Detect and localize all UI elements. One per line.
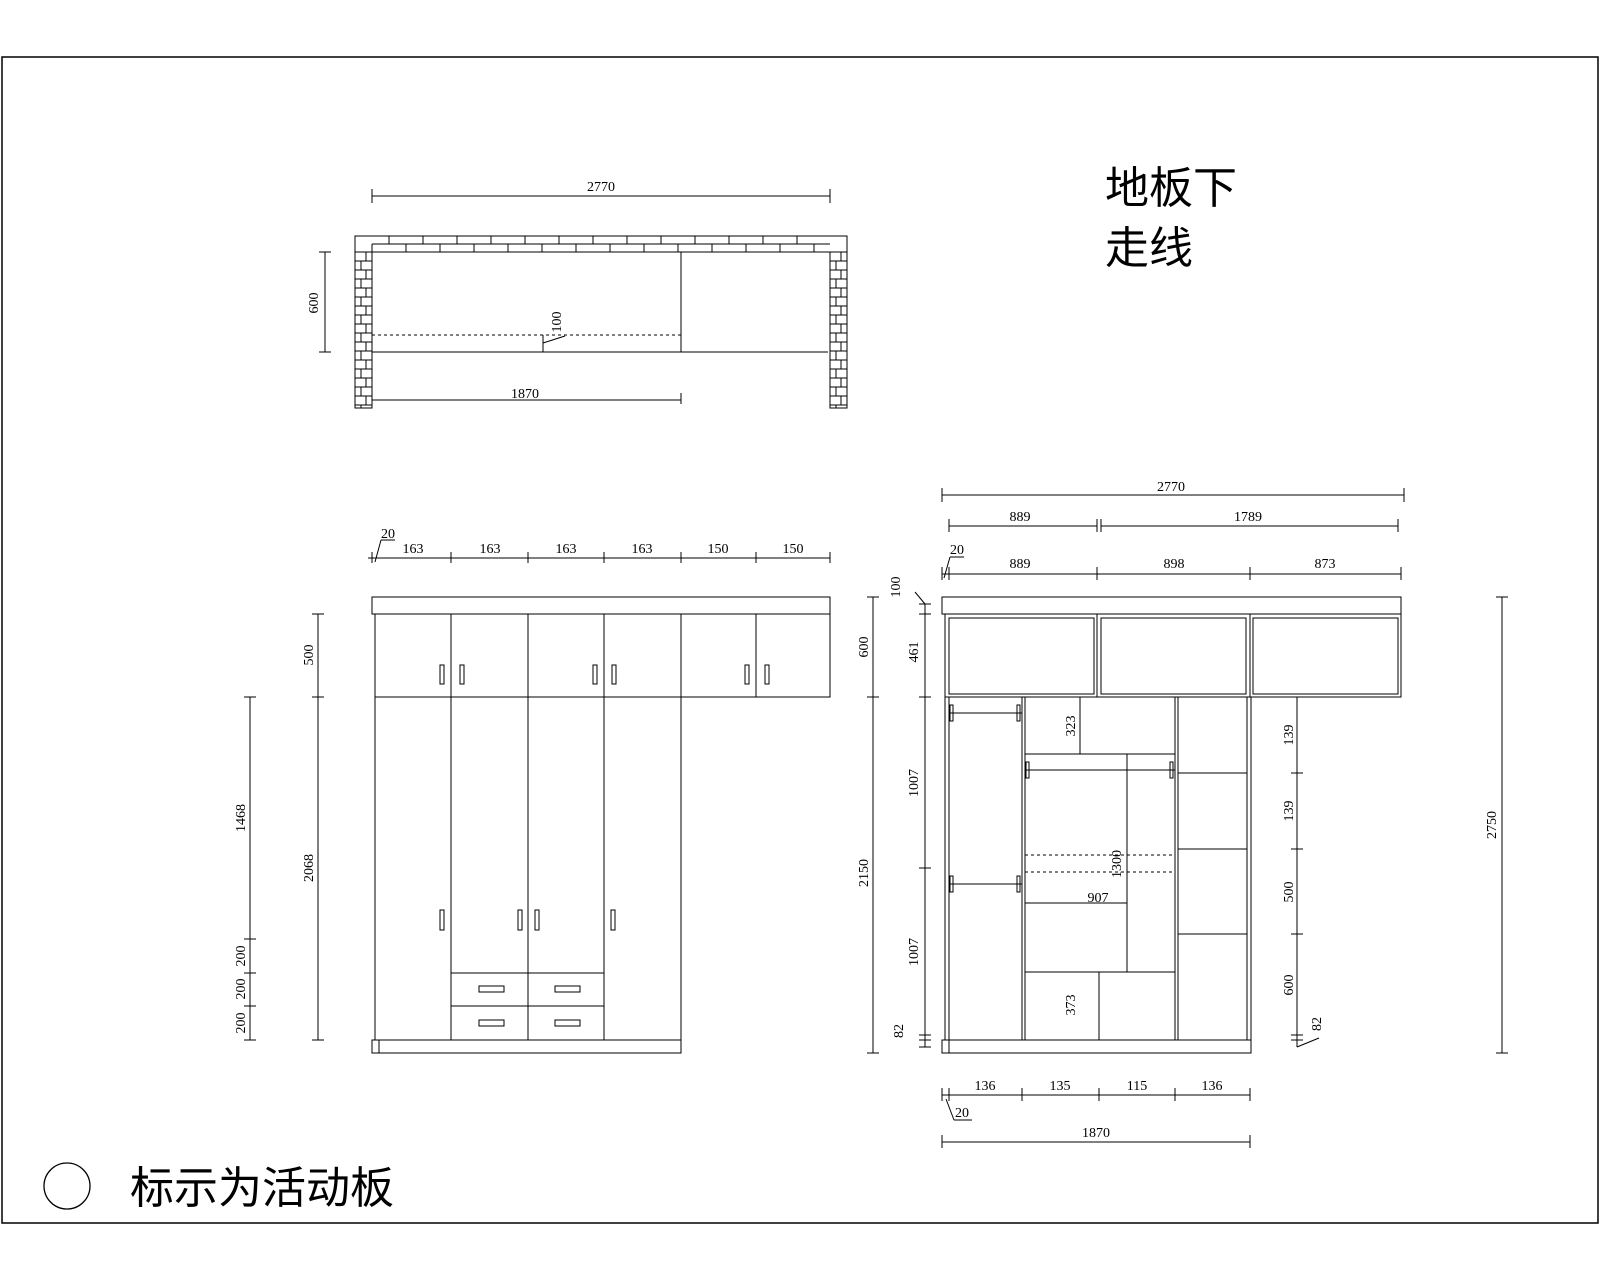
wall-outline — [354, 235, 848, 409]
plan-dim-inner-width: 1870 — [511, 387, 539, 402]
plan-dim-depth: 600 — [307, 293, 322, 314]
interior-dim-inner-3: 373 — [1064, 995, 1079, 1016]
interior-dim-bottom-col-0: 136 — [975, 1079, 996, 1094]
plan-view — [319, 189, 848, 409]
interior-dim-right-1: 139 — [1282, 801, 1297, 822]
interior-dim-right-4: 82 — [1310, 1017, 1325, 1031]
front-dim-top-4: 163 — [632, 542, 653, 557]
plan-dim-offset: 100 — [550, 312, 565, 333]
drawing-frame — [1, 56, 1599, 1224]
front-dim-top-3: 163 — [556, 542, 577, 557]
front-dim-left-inner-0: 500 — [302, 645, 317, 666]
interior-dim-left-6: 82 — [892, 1024, 907, 1038]
front-dim-top-1: 163 — [403, 542, 424, 557]
front-dim-left-outer-2: 200 — [234, 979, 249, 1000]
interior-dim-inner-1: 1300 — [1110, 850, 1125, 878]
interior-dim-top-mid-1: 1789 — [1234, 510, 1262, 525]
interior-dim-left-2: 461 — [907, 642, 922, 663]
interior-dim-bottom-total: 1870 — [1082, 1126, 1110, 1141]
front-elevation — [244, 539, 831, 1054]
interior-dim-inner-0: 323 — [1064, 716, 1079, 737]
interior-dim-left-4: 1007 — [907, 769, 922, 797]
interior-elevation — [867, 488, 1508, 1148]
interior-dim-left-1: 600 — [857, 637, 872, 658]
interior-dim-inner-2: 907 — [1088, 891, 1109, 906]
brick-wall — [354, 235, 848, 409]
interior-dim-top-col-0: 20 — [950, 543, 964, 558]
interior-dim-right-3: 600 — [1282, 975, 1297, 996]
interior-dim-left-0: 100 — [889, 577, 904, 598]
front-dim-left-outer-0: 1468 — [234, 804, 249, 832]
interior-dim-right-total: 2750 — [1485, 811, 1500, 839]
interior-dim-top-mid-0: 889 — [1010, 510, 1031, 525]
front-dim-top-0: 20 — [381, 527, 395, 542]
front-dim-left-outer-1: 200 — [234, 946, 249, 967]
interior-dim-bottom-col-4: 20 — [955, 1106, 969, 1121]
interior-dim-left-3: 2150 — [857, 859, 872, 887]
movable-panel-symbol — [43, 1162, 91, 1210]
interior-dim-left-5: 1007 — [907, 938, 922, 966]
legend-label: 标示为活动板 — [130, 1163, 394, 1214]
interior-dim-top-col-3: 873 — [1315, 557, 1336, 572]
interior-dim-bottom-col-3: 136 — [1202, 1079, 1223, 1094]
interior-dim-bottom-col-2: 115 — [1127, 1079, 1147, 1094]
interior-dim-top-col-2: 898 — [1164, 557, 1185, 572]
front-dim-left-inner-1: 2068 — [302, 854, 317, 882]
front-dim-top-2: 163 — [480, 542, 501, 557]
interior-dim-top-total: 2770 — [1157, 480, 1185, 495]
note-title-line1: 地板下 — [1105, 163, 1237, 214]
front-dim-top-6: 150 — [783, 542, 804, 557]
interior-dim-right-2: 500 — [1282, 882, 1297, 903]
plan-dim-total-width: 2770 — [587, 180, 615, 195]
interior-dim-bottom-col-1: 135 — [1050, 1079, 1071, 1094]
note-title-line2: 走线 — [1105, 223, 1193, 274]
interior-dim-right-0: 139 — [1282, 725, 1297, 746]
front-dim-top-5: 150 — [708, 542, 729, 557]
front-dim-left-outer-3: 200 — [234, 1013, 249, 1034]
interior-dim-top-col-1: 889 — [1010, 557, 1031, 572]
